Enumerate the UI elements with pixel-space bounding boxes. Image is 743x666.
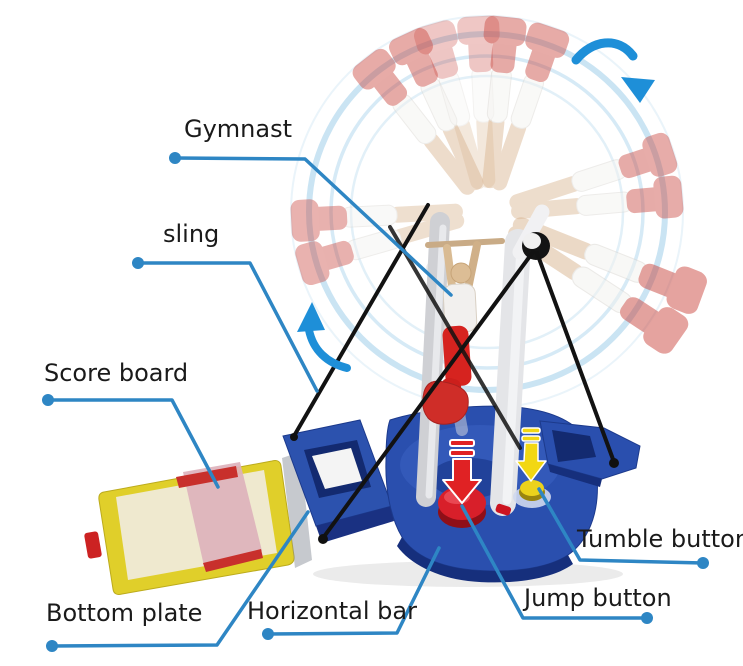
gymnast-motion-trails (285, 10, 714, 360)
front-pole-and-hub (490, 204, 550, 516)
tumble-arrow-indicator (515, 427, 547, 482)
sling-cords (290, 203, 619, 544)
sling-cord-left-front (321, 250, 535, 540)
mat-edge-shadow (282, 452, 312, 568)
gymnast-boots (422, 380, 469, 425)
sling-cord-right (535, 251, 616, 464)
rotation-arrow-lower-left (297, 302, 351, 372)
leader-gymnast (169, 152, 453, 297)
label-horizontal-bar: Horizontal bar (247, 597, 417, 625)
leader-bottom-plate (46, 510, 310, 652)
leader-jump-button (460, 504, 653, 624)
label-score-board: Score board (44, 359, 189, 387)
rotation-arrow-top-right (571, 38, 655, 103)
base-right-arm-hole (552, 430, 596, 462)
score-board-mat (84, 460, 295, 595)
leader-tumble-button (537, 487, 709, 569)
label-sling: sling (163, 220, 220, 248)
gymnast-head (450, 262, 472, 284)
gymnast-grip-bar (425, 238, 505, 248)
label-tumble-button: Tumble button (577, 525, 743, 553)
leader-horizontal-bar (262, 546, 441, 640)
leader-lines (42, 152, 709, 652)
sling-cord-cross (388, 225, 522, 450)
label-gymnast: Gymnast (184, 115, 293, 143)
label-bottom-plate: Bottom plate (46, 599, 203, 627)
mat-brand-sticker (84, 531, 102, 559)
power-switch (495, 503, 512, 516)
jump-arrow-indicator (442, 439, 482, 504)
sling-cord-left-rear (292, 203, 430, 438)
leader-score-board (42, 394, 220, 489)
label-jump-button: Jump button (524, 584, 672, 612)
leader-sling (132, 257, 319, 393)
